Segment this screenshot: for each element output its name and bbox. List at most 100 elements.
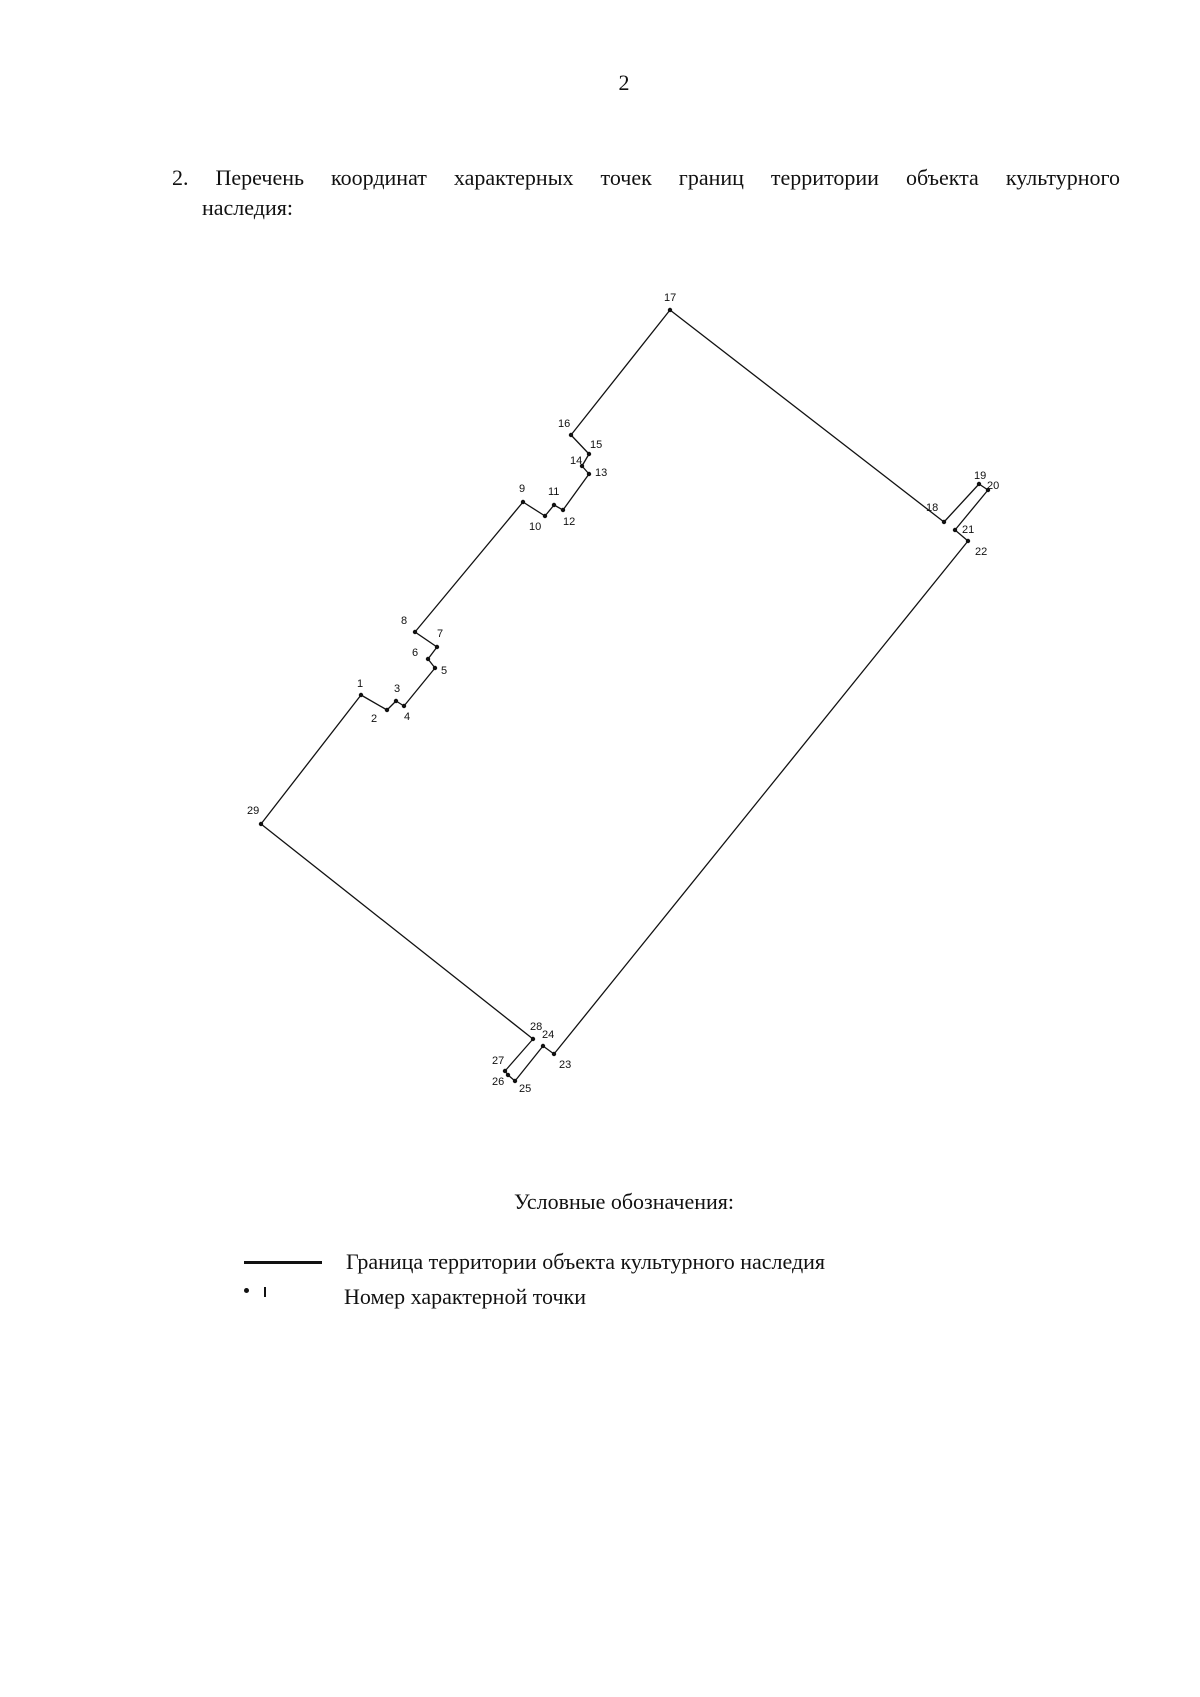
- point-label-27: 27: [492, 1055, 504, 1067]
- boundary-segment: [669, 309, 945, 523]
- heading-word: культурного: [1005, 165, 1120, 190]
- boundary-point-2: [384, 707, 390, 713]
- boundary-segment: [562, 473, 590, 511]
- boundary-segment: [514, 1045, 544, 1082]
- boundary-point-17: [667, 307, 673, 313]
- point-label-26: 26: [492, 1076, 504, 1088]
- boundary-point-21: [952, 527, 958, 533]
- point-label-8: 8: [401, 615, 407, 627]
- heading-word: объекта: [905, 165, 979, 190]
- boundary-point-15: [586, 451, 592, 457]
- boundary-point-28: [530, 1036, 536, 1042]
- point-label-5: 5: [441, 665, 447, 677]
- boundary-point-8: [412, 629, 418, 635]
- legend-item-text: Граница территории объекта культурного н…: [346, 1249, 826, 1274]
- boundary-point-6: [425, 656, 431, 662]
- boundary-point-14: [579, 463, 585, 469]
- boundary-point-26: [505, 1072, 511, 1078]
- boundary-point-4: [401, 703, 407, 709]
- point-label-19: 19: [974, 470, 986, 482]
- heading-word: Перечень: [215, 165, 305, 190]
- boundary-point-24: [540, 1043, 546, 1049]
- boundary-point-29: [258, 821, 264, 827]
- point-label-25: 25: [519, 1083, 531, 1095]
- point-label-7: 7: [437, 628, 443, 640]
- boundary-point-27: [502, 1068, 508, 1074]
- point-label-23: 23: [559, 1059, 571, 1071]
- boundary-segment: [427, 646, 438, 660]
- boundary-point-1: [358, 692, 364, 698]
- boundary-point-22: [965, 538, 971, 544]
- boundary-segment: [570, 309, 671, 436]
- legend-title: Условные обозначения:: [513, 1189, 735, 1214]
- point-label-20: 20: [987, 480, 999, 492]
- boundary-point-5: [432, 665, 438, 671]
- boundary-point-25: [512, 1078, 518, 1084]
- boundary-segment: [542, 1045, 555, 1055]
- page-number: 2: [618, 70, 630, 95]
- boundary-point-12: [560, 507, 566, 513]
- heading-line-2: наследия:: [202, 195, 293, 220]
- boundary-segment: [581, 453, 590, 467]
- point-label-28: 28: [530, 1021, 542, 1033]
- point-label-9: 9: [519, 483, 525, 495]
- boundary-point-11: [551, 502, 557, 508]
- legend-item-text: Номер характерной точки: [344, 1284, 586, 1309]
- boundary-segment: [414, 631, 438, 648]
- section-heading: 2. Перечень координат характерных точек …: [172, 163, 1120, 223]
- heading-word: территории: [770, 165, 879, 190]
- boundary-point-20: [985, 487, 991, 493]
- point-label-16: 16: [558, 418, 570, 430]
- point-label-10: 10: [529, 521, 541, 533]
- boundary-segment: [522, 501, 546, 517]
- point-label-22: 22: [975, 546, 987, 558]
- point-label-2: 2: [371, 713, 377, 725]
- point-label-3: 3: [394, 683, 400, 695]
- point-label-4: 4: [404, 711, 410, 723]
- boundary-segment: [943, 483, 980, 523]
- boundary-segment: [954, 489, 989, 531]
- heading-word: характерных: [453, 165, 574, 190]
- heading-word: координат: [331, 165, 427, 190]
- boundary-point-18: [941, 519, 947, 525]
- boundary-segment: [570, 434, 590, 455]
- point-label-18: 18: [926, 502, 938, 514]
- boundary-segment: [553, 540, 969, 1055]
- boundary-segment: [403, 667, 436, 707]
- point-label-11: 11: [548, 486, 559, 498]
- boundary-point-19: [976, 481, 982, 487]
- heading-word: точек: [600, 165, 652, 190]
- boundary-point-9: [520, 499, 526, 505]
- point-label-29: 29: [247, 805, 259, 817]
- point-label-14: 14: [570, 455, 582, 467]
- boundary-point-13: [586, 471, 592, 477]
- legend-item-boundary: Граница территории объекта культурного н…: [244, 1249, 1044, 1279]
- legend-line-symbol: [244, 1261, 322, 1264]
- point-label-15: 15: [590, 439, 602, 451]
- legend-number-symbol: [264, 1287, 266, 1297]
- boundary-segment: [544, 504, 555, 517]
- heading-number: 2.: [172, 165, 189, 190]
- point-label-24: 24: [542, 1029, 554, 1041]
- point-label-6: 6: [412, 647, 418, 659]
- point-label-1: 1: [357, 678, 363, 690]
- boundary-segment: [260, 694, 362, 825]
- boundary-segment: [260, 823, 534, 1040]
- boundary-point-3: [393, 698, 399, 704]
- point-label-17: 17: [664, 292, 676, 304]
- legend-point-symbol: [244, 1288, 249, 1293]
- boundary-segment: [414, 501, 524, 633]
- boundary-segment: [504, 1038, 534, 1072]
- boundary-point-16: [568, 432, 574, 438]
- boundary-segment: [954, 529, 969, 542]
- point-label-21: 21: [962, 524, 974, 536]
- point-label-12: 12: [563, 516, 575, 528]
- point-label-13: 13: [595, 467, 607, 479]
- boundary-segment: [360, 694, 388, 711]
- legend-item-point: Номер характерной точки: [244, 1284, 1044, 1314]
- heading-word: границ: [678, 165, 744, 190]
- heading-line-1: 2. Перечень координат характерных точек …: [172, 163, 1120, 193]
- boundary-point-7: [434, 644, 440, 650]
- boundary-point-23: [551, 1051, 557, 1057]
